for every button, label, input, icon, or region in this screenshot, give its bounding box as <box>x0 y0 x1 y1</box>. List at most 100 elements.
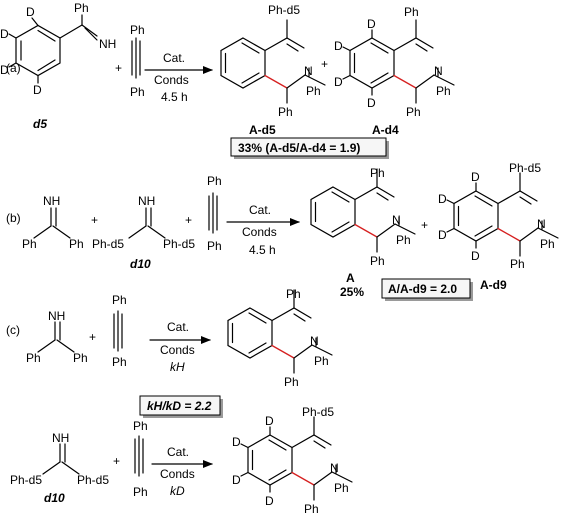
atom-ph: Ph <box>278 105 293 119</box>
product-a-d4: D D D D Ph N Ph Ph A-d4 <box>334 5 455 137</box>
reactant-benzophenone-imine: NH Ph Ph <box>22 194 84 251</box>
atom-d: D <box>334 39 343 53</box>
atom-ph: Ph <box>130 85 145 99</box>
atom-ph: Ph <box>314 354 329 368</box>
reagent-catalyst: Cat. <box>249 203 271 217</box>
atom-d: D <box>265 494 274 508</box>
atom-ph: Ph <box>133 485 148 499</box>
atom-ph: Ph <box>133 419 148 433</box>
plus-sign: + <box>91 213 98 227</box>
atom-nh: NH <box>99 37 116 51</box>
reagent-time: 4.5 h <box>249 243 276 257</box>
atom-d: D <box>471 170 480 184</box>
atom-nh: NH <box>48 309 65 323</box>
reagent-conditions: Conds <box>160 343 195 357</box>
atom-n: N <box>304 64 313 78</box>
atom-d: D <box>471 249 480 263</box>
panel-a-label: (a) <box>6 61 21 75</box>
reagent-catalyst: Cat. <box>163 51 185 65</box>
kie-box: kH/kD = 2.2 <box>139 395 223 418</box>
atom-ph: Ph <box>404 5 419 19</box>
product-label-a-d4: A-d4 <box>372 123 399 137</box>
atom-ph: Ph <box>334 481 349 495</box>
reagent-conditions: Conds <box>154 73 189 87</box>
atom-ph: Ph <box>436 84 451 98</box>
atom-d: D <box>0 63 9 77</box>
atom-d: D <box>265 414 274 428</box>
panel-a: (a) D D D D Ph NH d5 + Ph Ph Cat. Conds … <box>0 1 455 159</box>
panel-b: (b) NH Ph Ph + NH Ph-d5 Ph-d5 d10 + Ph P… <box>6 161 559 301</box>
atom-d: D <box>33 83 42 97</box>
kie-value-text: kH/kD = 2.2 <box>147 399 212 413</box>
product-a-d9: D D D D Ph-d5 N Ph Ph <box>232 405 353 516</box>
atom-ph: Ph <box>540 237 555 251</box>
atom-d: D <box>232 473 241 487</box>
atom-ph-d5: Ph-d5 <box>77 473 109 487</box>
plus-sign: + <box>89 330 96 344</box>
isotope-ratio-text: 33% (A-d5/A-d4 = 1.9) <box>238 141 360 155</box>
reactant-diphenylacetylene: Ph Ph <box>207 174 222 253</box>
compound-label-d10: d10 <box>130 257 151 271</box>
atom-ph-d5: Ph-d5 <box>163 237 195 251</box>
atom-ph-d5: Ph-d5 <box>509 161 541 175</box>
reagent-catalyst: Cat. <box>167 320 189 334</box>
result-box-a: 33% (A-d5/A-d4 = 1.9) <box>230 137 389 159</box>
reaction-arrow: Cat. Conds 4.5 h <box>226 203 300 257</box>
atom-d: D <box>438 228 447 242</box>
atom-ph: Ph <box>207 174 222 188</box>
plus-sign: + <box>321 57 328 71</box>
reaction-arrow-d: Cat. Conds kD <box>151 445 213 498</box>
reactant-d10-imine: NH Ph-d5 Ph-d5 d10 <box>10 431 109 505</box>
yield-text: 25% <box>340 285 364 299</box>
atom-ph: Ph <box>207 239 222 253</box>
plus-sign: + <box>113 454 120 468</box>
atom-n: N <box>310 334 319 348</box>
atom-d: D <box>367 17 376 31</box>
reactant-d10-imine: NH Ph-d5 Ph-d5 d10 <box>92 194 195 271</box>
atom-ph-d5: Ph-d5 <box>302 405 334 419</box>
reactant-diphenylacetylene: Ph Ph <box>130 23 145 99</box>
reagent-catalyst: Cat. <box>167 445 189 459</box>
reactant-diphenylacetylene: Ph Ph <box>112 293 127 369</box>
reagent-time: 4.5 h <box>161 90 188 104</box>
rate-constant-kd: kD <box>170 484 185 498</box>
atom-d: D <box>334 75 343 89</box>
atom-ph-d5: Ph-d5 <box>10 473 42 487</box>
compound-label-d10: d10 <box>44 491 65 505</box>
atom-ph: Ph <box>112 293 127 307</box>
atom-ph: Ph <box>112 355 127 369</box>
atom-ph: Ph <box>73 351 88 365</box>
atom-n: N <box>537 217 546 231</box>
plus-sign: + <box>185 213 192 227</box>
product-label-a-d5: A-d5 <box>249 123 276 137</box>
atom-n: N <box>392 213 401 227</box>
atom-ph: Ph <box>370 166 385 180</box>
product-a-d5: Ph-d5 N Ph Ph A-d5 <box>220 3 326 137</box>
panel-b-label: (b) <box>6 211 21 225</box>
product-a-d9: D D D D Ph-d5 N Ph Ph A-d9 <box>438 161 559 292</box>
atom-d: D <box>232 435 241 449</box>
reactant-benzophenone-imine: NH Ph Ph <box>26 309 88 365</box>
atom-ph-d5: Ph-d5 <box>268 3 300 17</box>
atom-ph: Ph <box>22 237 37 251</box>
atom-nh: NH <box>52 431 69 445</box>
panel-c: (c) NH Ph Ph + Ph Ph Cat. Conds kH Ph N … <box>6 287 353 516</box>
atom-ph: Ph <box>286 287 301 301</box>
product-a-h: Ph N Ph Ph <box>227 287 333 389</box>
reaction-arrow: Cat. Conds 4.5 h <box>144 51 213 104</box>
atom-d: D <box>367 96 376 110</box>
reactant-d5-imine: D D D D Ph NH d5 <box>0 1 116 131</box>
atom-ph: Ph <box>130 23 145 37</box>
reagent-conditions: Conds <box>160 467 195 481</box>
atom-ph: Ph <box>26 351 41 365</box>
atom-nh: NH <box>138 194 155 208</box>
rate-constant-kh: kH <box>170 360 185 374</box>
isotope-ratio-text: A/A-d9 = 2.0 <box>388 282 457 296</box>
atom-ph: Ph <box>510 257 525 271</box>
atom-d: D <box>438 192 447 206</box>
atom-ph: Ph <box>306 84 321 98</box>
atom-ph: Ph <box>370 254 385 268</box>
plus-sign: + <box>421 218 428 232</box>
atom-ph: Ph <box>406 105 421 119</box>
atom-d: D <box>26 5 35 19</box>
